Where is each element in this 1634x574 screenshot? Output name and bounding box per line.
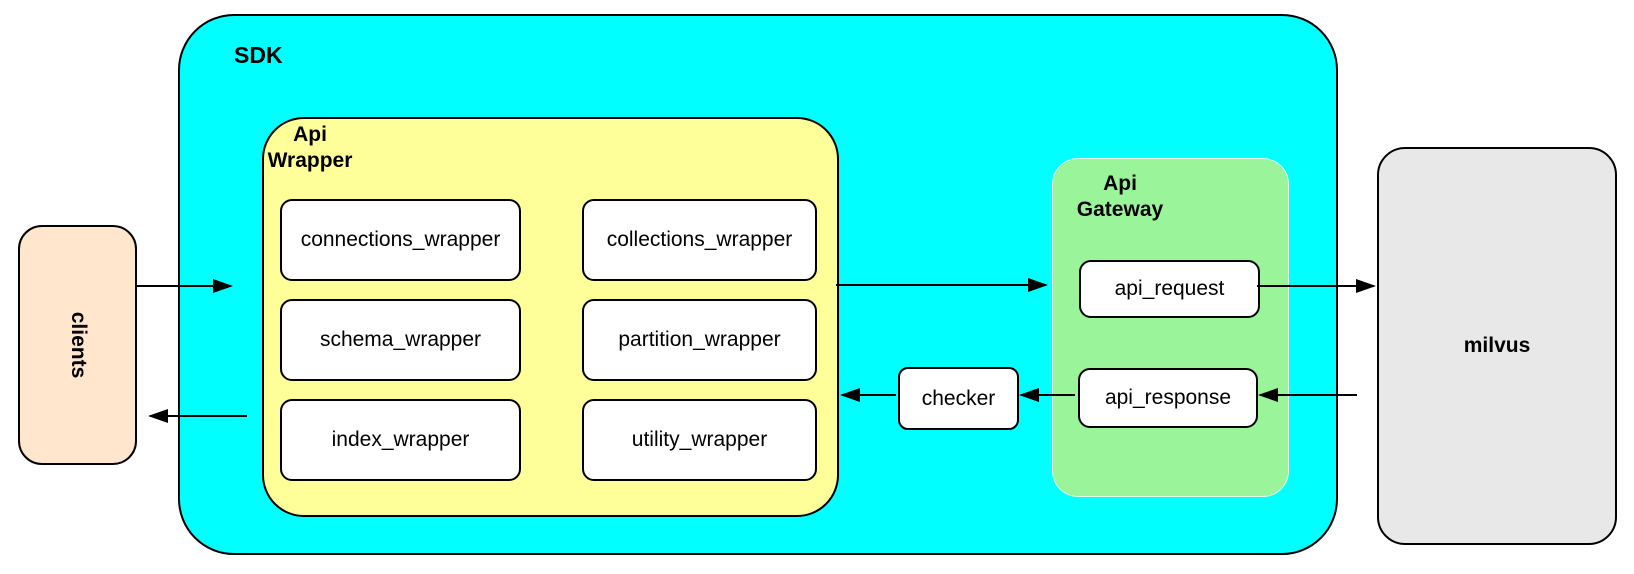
milvus-box: milvus <box>1377 147 1617 545</box>
partition-wrapper-box: partition_wrapper <box>582 299 817 381</box>
schema-wrapper-box: schema_wrapper <box>280 299 521 381</box>
api-wrapper-label-line1: Api <box>293 123 327 146</box>
connections-wrapper-box: connections_wrapper <box>280 199 521 281</box>
api-wrapper-label-line2: Wrapper <box>267 149 353 172</box>
api-gateway-label: Api Gateway <box>1069 171 1171 223</box>
utility-wrapper-box: utility_wrapper <box>582 399 817 481</box>
collections-wrapper-box: collections_wrapper <box>582 199 817 281</box>
index-wrapper-box: index_wrapper <box>280 399 521 481</box>
api-wrapper-label: Api Wrapper <box>262 122 358 174</box>
api-request-box: api_request <box>1079 260 1260 318</box>
api-gateway-label-line2: Gateway <box>1076 198 1164 221</box>
clients-box: clients <box>18 225 137 465</box>
clients-label: clients <box>66 311 90 379</box>
sdk-container: SDK Api Wrapper connections_wrapper coll… <box>178 14 1338 555</box>
checker-box: checker <box>898 367 1019 430</box>
api-response-box: api_response <box>1078 368 1258 428</box>
api-gateway-label-line1: Api <box>1103 172 1137 195</box>
api-wrapper-container: Api Wrapper connections_wrapper collecti… <box>262 117 839 517</box>
api-gateway-container: Api Gateway api_request api_response <box>1052 158 1289 497</box>
sdk-label: SDK <box>234 42 283 68</box>
